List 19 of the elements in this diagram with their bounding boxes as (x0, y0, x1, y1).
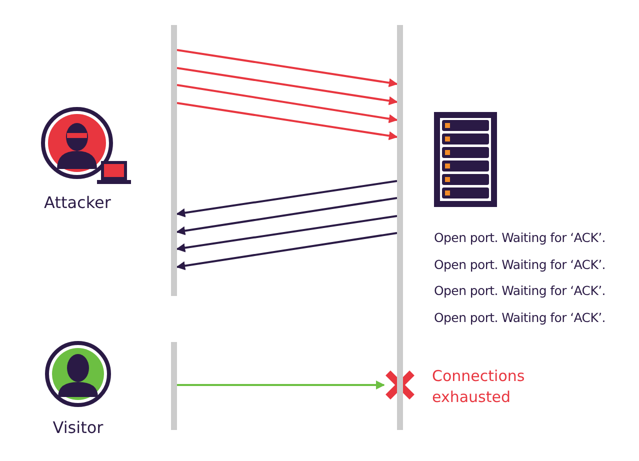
lifeline-bar (397, 25, 403, 430)
arrow (176, 102, 398, 140)
status-message: Connections exhausted (432, 366, 526, 408)
arrow (176, 197, 398, 236)
status-text: Open port. Waiting for ‘ACK’. (434, 283, 606, 298)
arrow (176, 67, 398, 106)
status-text: Open port. Waiting for ‘ACK’. (434, 256, 606, 272)
lifeline-bar (171, 342, 177, 430)
actor-name: Visitor (52, 418, 104, 437)
arrow (176, 180, 398, 218)
status-text: Open port. Waiting for ‘ACK’. (434, 310, 606, 324)
arrow (176, 232, 398, 270)
actor-name: Attacker (43, 193, 112, 212)
arrow (176, 215, 398, 252)
arrow (177, 380, 385, 390)
arrow (176, 84, 398, 124)
lifeline-bar (171, 25, 177, 296)
status-text: Open port. Waiting for ‘ACK’. (434, 230, 606, 245)
arrow (176, 49, 398, 88)
